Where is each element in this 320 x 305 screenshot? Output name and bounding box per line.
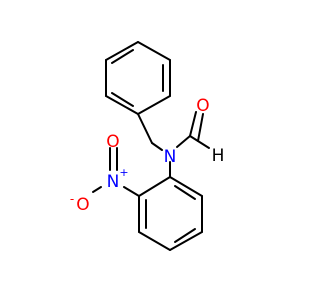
atom-h-formyl: H [212, 146, 225, 166]
bond [137, 95, 171, 115]
atom-o-nitro-single: O [76, 195, 89, 215]
bond-formyl-c-to-o [189, 111, 197, 137]
bond [105, 95, 139, 115]
charge-plus: + [119, 166, 128, 179]
bond [169, 176, 203, 197]
bond-n-to-formyl-c [176, 135, 191, 148]
structure-diagram: N O H N + O - O [70, 41, 225, 251]
bond-ring-to-ch2 [137, 113, 153, 144]
bond [138, 176, 171, 197]
bond-formyl-c-to-h [189, 135, 210, 149]
benzyl-phenyl-ring [105, 41, 171, 115]
nitrophenyl-ring [138, 176, 203, 251]
bond [138, 231, 171, 251]
bond-ring-to-nitro-n [123, 186, 140, 197]
double-bond-inner [111, 49, 134, 64]
charge-minus: - [70, 192, 74, 206]
bond [169, 231, 203, 251]
double-bond-inner [111, 92, 134, 107]
bond-ch2-to-n [151, 142, 163, 151]
bond-nitro-n-to-o-single [92, 186, 102, 193]
double-bond-inner [174, 185, 196, 200]
atom-n-nitro: N [107, 172, 120, 192]
bond [137, 41, 171, 61]
double-bond-inner [174, 228, 196, 243]
atom-o-carbonyl: O [196, 96, 209, 116]
molecule-canvas: N O H N + O - O [70, 41, 225, 251]
bond-formyl-c-to-o-double [197, 113, 204, 142]
bond [105, 41, 139, 61]
atom-o-nitro-double: O [106, 132, 119, 152]
atom-n-amide: N [164, 147, 177, 167]
